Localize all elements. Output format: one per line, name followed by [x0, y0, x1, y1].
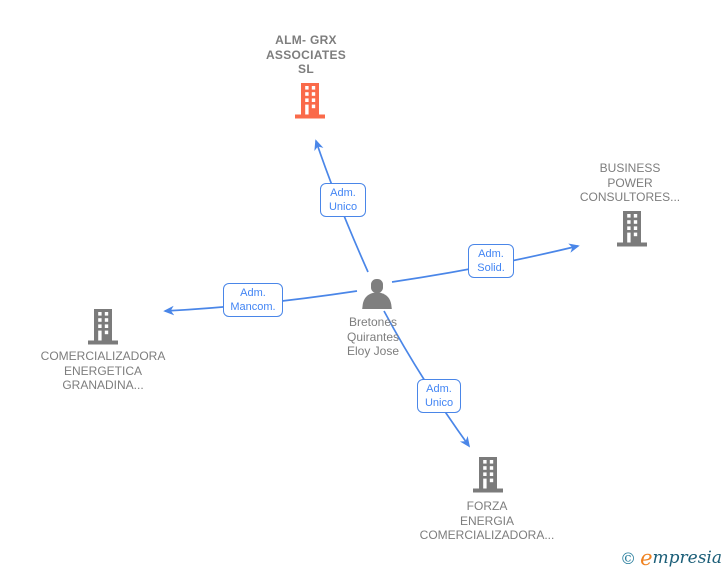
company-label-comercializadora: COMERCIALIZADORA ENERGETICA GRANADINA... [40, 349, 166, 392]
node-company-business-power[interactable] [616, 211, 648, 247]
node-person-bretones[interactable] [358, 279, 396, 315]
building-icon [473, 457, 503, 493]
edge-label-adm-solid[interactable]: Adm. Solid. [468, 244, 514, 278]
company-label-business-power: BUSINESS POWER CONSULTORES... [579, 161, 681, 204]
building-icon [295, 83, 325, 119]
copyright-icon: © [620, 548, 637, 568]
node-company-comercializadora[interactable] [87, 309, 119, 345]
company-label-forza: FORZA ENERGIA COMERCIALIZADORA... [419, 499, 555, 542]
node-company-alm-grx[interactable] [294, 83, 326, 119]
company-label-alm-grx: ALM- GRX ASSOCIATES SL [265, 33, 347, 76]
empresia-logo-text: mpresia [652, 548, 723, 568]
edge-label-adm-unico-forza[interactable]: Adm. Unico [417, 379, 461, 413]
person-icon [362, 279, 392, 309]
edge-label-adm-unico-alm[interactable]: Adm. Unico [320, 183, 366, 217]
edge-label-adm-mancom[interactable]: Adm. Mancom. [223, 283, 283, 317]
node-company-forza[interactable] [472, 457, 504, 493]
person-label: Bretones Quirantes Eloy Jose [346, 315, 400, 358]
building-icon [617, 211, 647, 247]
empresia-logo-initial: e [640, 546, 653, 570]
empresia-logo[interactable]: © e mpresia [620, 546, 722, 570]
building-icon [88, 309, 118, 345]
edge-person-to-forza [383, 310, 471, 448]
